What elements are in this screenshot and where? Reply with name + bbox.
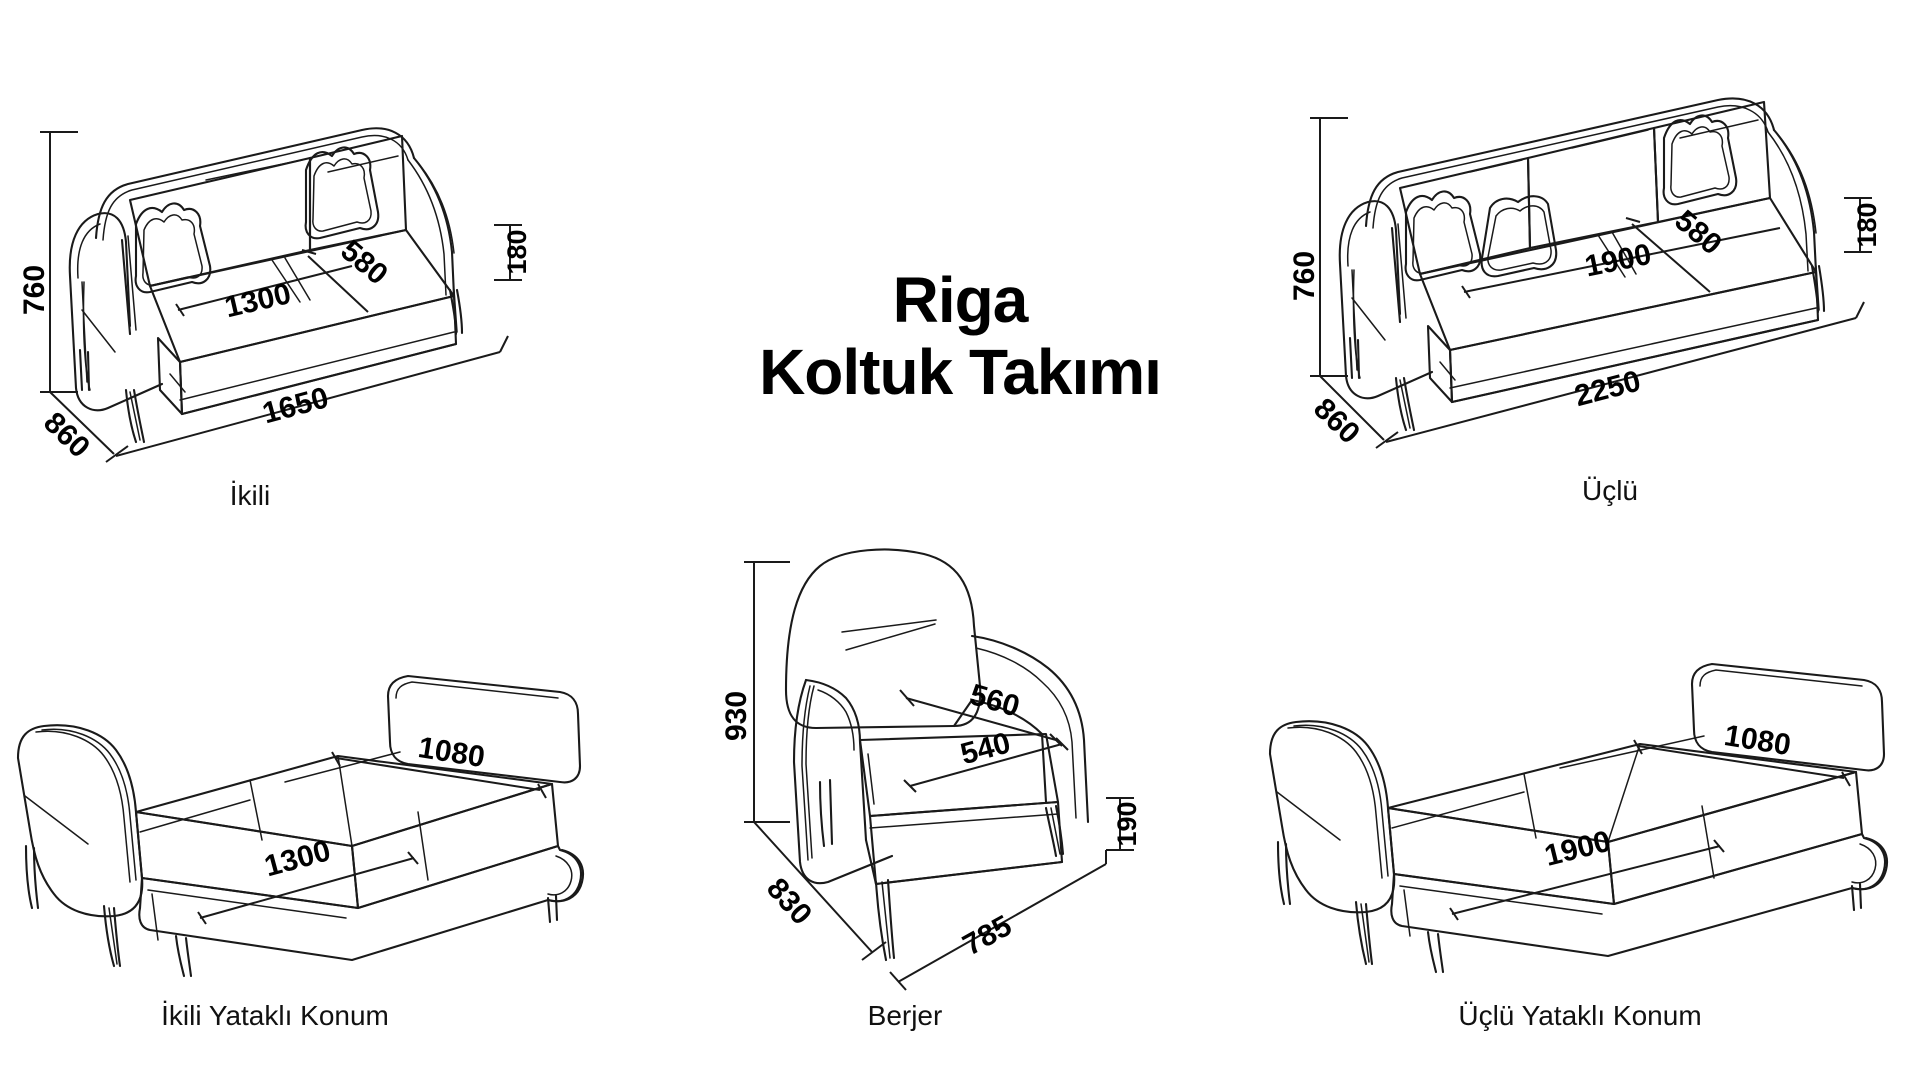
- title-line-2: Koltuk Takımı: [759, 335, 1162, 408]
- dimension-uclu-leg: [1844, 197, 1872, 253]
- dimension-value-uclu-depth: 860: [1307, 392, 1366, 451]
- dimension-uclu-width: [1385, 301, 1865, 443]
- berjer-chair-illustration: [784, 548, 1090, 962]
- dimension-berjer-depth: [744, 821, 887, 961]
- dimension-value-berjer-height: 930: [720, 691, 753, 741]
- dimension-uclu-bed-depth-leader: [1633, 739, 1851, 787]
- uclu-bed-illustration: [1268, 662, 1888, 974]
- dimension-uclu-seatwidth-leader: [1461, 227, 1781, 299]
- figure-uclu-yatakli: 1080 1900: [1240, 650, 1920, 980]
- dimension-uclu-seatdepth-leader: [1625, 217, 1711, 293]
- page-title: Riga Koltuk Takımı: [640, 264, 1280, 408]
- dimension-value-uclu-height: 760: [1288, 251, 1321, 301]
- dimension-berjer-leg: [1105, 797, 1134, 864]
- dimension-value-uclu-bed-width: 1900: [1541, 825, 1614, 873]
- caption-ikili: İkili: [229, 480, 271, 511]
- caption-ikili-yatakli: İkili Yataklı Konum: [161, 1000, 389, 1031]
- dimension-uclu-bed-width-leader: [1449, 839, 1725, 921]
- dimension-value-ikili-leg: 180: [502, 229, 532, 274]
- dimension-value-uclu-seatdepth: 580: [1668, 204, 1728, 261]
- figure-ikili: 760 860 1650 180: [10, 90, 570, 464]
- dimension-uclu-height: [1310, 117, 1348, 377]
- dimension-ikili-bed-depth-leader: [331, 751, 547, 799]
- dimension-value-ikili-bed-width: 1300: [261, 834, 334, 883]
- dimension-value-berjer-leg: 190: [1112, 801, 1142, 846]
- caption-uclu: Üçlü: [1581, 475, 1638, 506]
- dimension-value-uclu-width: 2250: [1571, 364, 1644, 413]
- figure-ikili-yatakli: 1080 1300: [0, 650, 620, 980]
- uclu-sofa-illustration: [1338, 97, 1826, 432]
- dimension-berjer-seatdepth-leader: [903, 737, 1069, 793]
- figure-uclu: 760 860 2250 180: [1280, 80, 1920, 460]
- dimension-ikili-height: [40, 131, 78, 393]
- dimension-value-ikili-width: 1650: [259, 381, 332, 430]
- dimension-value-ikili-depth: 860: [37, 406, 96, 465]
- dimension-value-ikili-height: 760: [18, 265, 51, 315]
- dimension-value-uclu-leg: 180: [1852, 202, 1882, 247]
- dimension-value-berjer-seatdepth: 540: [957, 726, 1014, 771]
- dimension-value-uclu-seatwidth: 1900: [1582, 238, 1654, 284]
- dimension-ikili-leg: [494, 224, 522, 281]
- dimension-ikili-depth: [40, 391, 129, 463]
- title-line-1: Riga: [892, 264, 1029, 336]
- figure-berjer: 930 830 785 190: [710, 540, 1210, 991]
- dimension-uclu-depth: [1310, 375, 1399, 449]
- dimension-value-berjer-width: 785: [958, 909, 1018, 962]
- dimension-ikili-width: [115, 335, 509, 457]
- caption-uclu-yatakli: Üçlü Yataklı Konum: [1458, 1000, 1702, 1031]
- ikili-sofa-illustration: [68, 127, 464, 444]
- dimension-ikili-bed-width-leader: [197, 851, 419, 925]
- ikili-bed-illustration: [16, 674, 584, 978]
- caption-berjer: Berjer: [867, 1000, 943, 1031]
- dimension-berjer-width: [889, 863, 1107, 991]
